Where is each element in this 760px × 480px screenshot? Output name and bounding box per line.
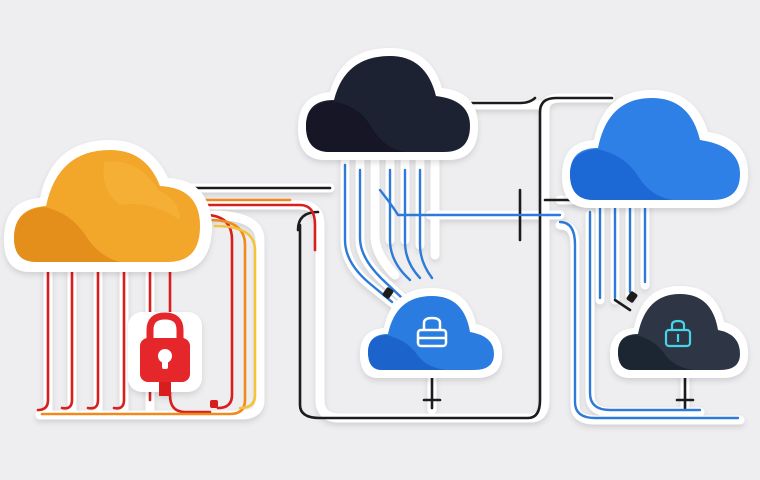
dark-cloud-small	[610, 286, 748, 378]
lock-box-icon	[416, 316, 448, 348]
padlock-icon	[128, 312, 202, 396]
yellow-cloud	[4, 140, 212, 272]
connector-plugs	[210, 287, 638, 408]
blue-cloud-right	[562, 90, 748, 208]
blue-cloud-small	[360, 288, 502, 378]
cyan-lock-icon	[664, 319, 692, 348]
blue-wires	[343, 163, 740, 420]
warm-wires	[36, 198, 317, 416]
dark-cloud-top	[298, 48, 478, 160]
